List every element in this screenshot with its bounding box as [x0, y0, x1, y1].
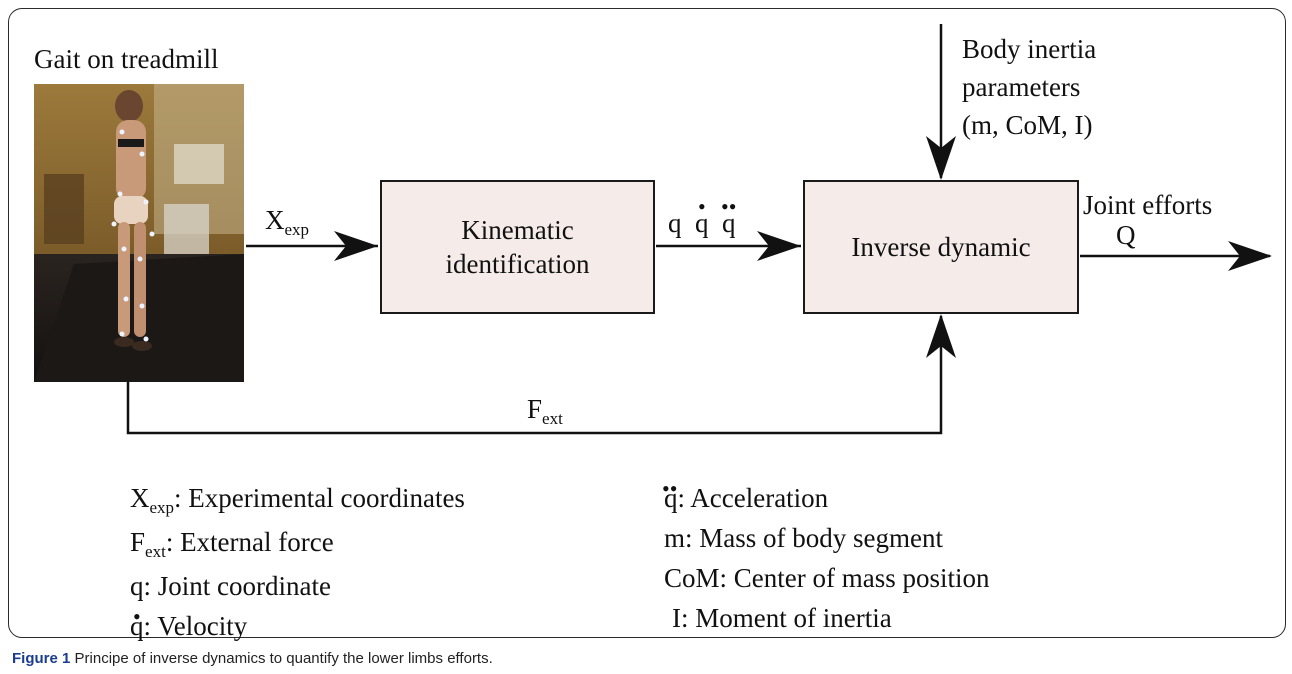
- caption-label: Figure 1: [12, 650, 71, 667]
- kinematic-line2: identification: [445, 249, 590, 279]
- legend-left: Xexp: Experimental coordinates Fext: Ext…: [130, 478, 465, 646]
- body-inertia-label: Body inertia parameters (m, CoM, I): [962, 30, 1096, 144]
- legend-inertia: I: Moment of inertia: [672, 603, 892, 633]
- kinematic-identification-block: Kinematic identification: [380, 180, 655, 314]
- output-label: Joint efforts Q: [1083, 190, 1212, 250]
- body-inertia-line2: parameters: [962, 72, 1081, 102]
- legend-right: q••: Acceleration m: Mass of body segmen…: [662, 476, 990, 638]
- path-fext: [126, 316, 943, 435]
- legend-com: CoM: Center of mass position: [664, 563, 990, 593]
- xexp-base: X: [265, 205, 285, 235]
- arrowhead-xexp: [334, 231, 378, 261]
- legend-velocity: q•: Velocity: [130, 604, 248, 641]
- legend-xexp: Xexp: Experimental coordinates: [130, 483, 465, 517]
- fext-base: F: [527, 394, 543, 424]
- arrowhead-output: [1228, 241, 1272, 271]
- body-inertia-line1: Body inertia: [962, 34, 1097, 64]
- output-line1: Joint efforts: [1083, 190, 1213, 220]
- xexp-label: Xexp: [265, 205, 310, 239]
- figure-caption: Figure 1 Principe of inverse dynamics to…: [12, 650, 493, 667]
- fext-label: Fext: [527, 394, 563, 428]
- legend-fext: Fext: External force: [130, 527, 334, 561]
- legend-acceleration: q••: Acceleration: [662, 476, 829, 513]
- kinematic-line1: Kinematic: [461, 215, 574, 245]
- treadmill-photo-illustration: [34, 84, 244, 382]
- body-inertia-line3: (m, CoM, I): [962, 110, 1093, 140]
- treadmill-photo: [34, 84, 244, 382]
- legend-q: q: Joint coordinate: [130, 571, 331, 601]
- q-derivatives-label: q q• q••: [668, 194, 737, 239]
- inverse-label: Inverse dynamic: [851, 232, 1031, 262]
- output-line2: Q: [1116, 220, 1136, 250]
- inverse-dynamic-block: Inverse dynamic: [803, 180, 1079, 314]
- q-symbol: q: [668, 208, 682, 238]
- arrowhead-body-inertia: [926, 136, 956, 180]
- fext-sub: ext: [542, 409, 563, 428]
- qdot-symbol: q•: [695, 194, 709, 238]
- arrowhead-fext: [926, 314, 956, 358]
- legend-mass: m: Mass of body segment: [664, 523, 943, 553]
- arrowhead-q: [757, 231, 801, 261]
- xexp-sub: exp: [284, 220, 310, 239]
- photo-title: Gait on treadmill: [34, 44, 219, 74]
- caption-text: Principe of inverse dynamics to quantify…: [70, 650, 493, 667]
- qddot-symbol: q••: [721, 194, 737, 238]
